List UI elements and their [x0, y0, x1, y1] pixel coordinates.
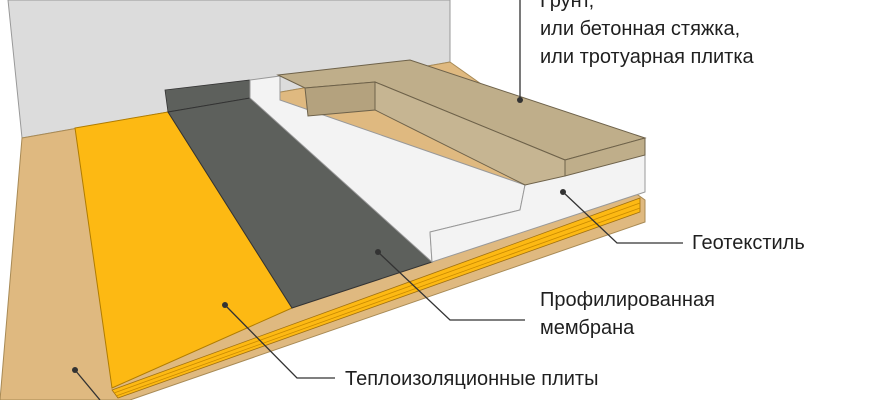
soil-front [564, 137, 646, 177]
soil-inner-side [374, 81, 566, 186]
leader-lines [74, 0, 683, 400]
soil-box-front [304, 81, 376, 117]
label-geotextile: Геотекстиль [692, 232, 805, 254]
label-soil-line1: Грунт, [540, 0, 595, 12]
label-soil-line2: или бетонная стяжка, [540, 18, 741, 40]
insulation-edge-stripes [111, 197, 641, 399]
label-insulation: Теплоизоляционные плиты [345, 368, 599, 390]
label-soil-line3: или тротуарная плитка [540, 46, 754, 68]
leader-dots [72, 97, 566, 373]
label-membrane-line2: мембрана [540, 317, 635, 339]
label-membrane-line1: Профилированная [540, 289, 715, 311]
